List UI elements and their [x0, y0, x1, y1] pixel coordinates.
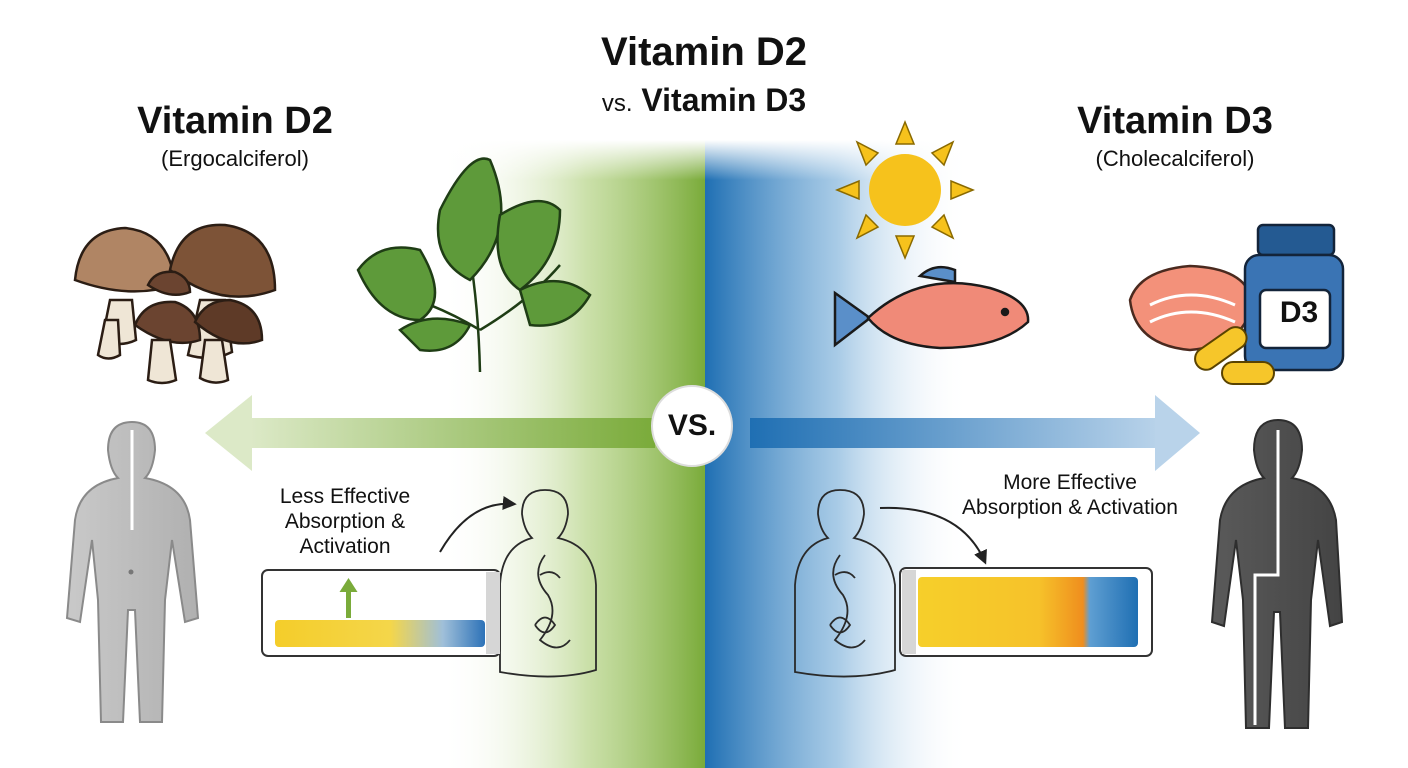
d3-effect-label: More Effective Absorption & Activation: [962, 471, 1178, 519]
capsules-icon: [1194, 326, 1275, 385]
leafy-plant-icon: [356, 157, 592, 373]
vs-label: VS.: [667, 409, 717, 442]
salmon-steak-icon: [1128, 264, 1254, 352]
human-body-icon: [1210, 418, 1344, 729]
main-title: Vitamin D2: [601, 30, 807, 74]
d2-subtitle: (Ergocalciferol): [161, 146, 309, 171]
digestive-system-icon: [499, 489, 597, 678]
green-background-band: [440, 140, 705, 768]
supplement-bottle-icon: [1243, 223, 1345, 372]
left-arrow: [205, 395, 655, 471]
d3-subtitle: (Cholecalciferol): [1095, 146, 1255, 171]
main-subtitle-prefix: vs.: [601, 90, 633, 117]
right-curved-arrow: [879, 506, 987, 565]
bottle-label: D3: [1279, 296, 1319, 329]
fish-icon: [833, 265, 1030, 350]
main-subtitle-text: Vitamin D3: [641, 82, 807, 118]
left-curved-arrow: [439, 496, 517, 553]
digestive-system-icon: [794, 489, 896, 678]
right-absorption-meter: [899, 567, 1153, 657]
left-absorption-bar: [275, 620, 485, 647]
mushrooms-icon: [73, 223, 277, 385]
d3-title: Vitamin D3: [1077, 100, 1273, 142]
human-body-icon: [65, 420, 200, 723]
main-subtitle: vs. Vitamin D3: [504, 82, 904, 119]
right-absorption-bar: [918, 577, 1138, 647]
blue-background-band: [705, 140, 970, 768]
d2-effect-label: Less Effective Absorption & Activation: [279, 485, 411, 558]
sun-icon: [835, 120, 975, 260]
left-absorption-meter: [261, 569, 501, 657]
right-arrow: [750, 395, 1200, 471]
vs-circle: [651, 385, 733, 467]
d2-title: Vitamin D2: [137, 100, 333, 142]
